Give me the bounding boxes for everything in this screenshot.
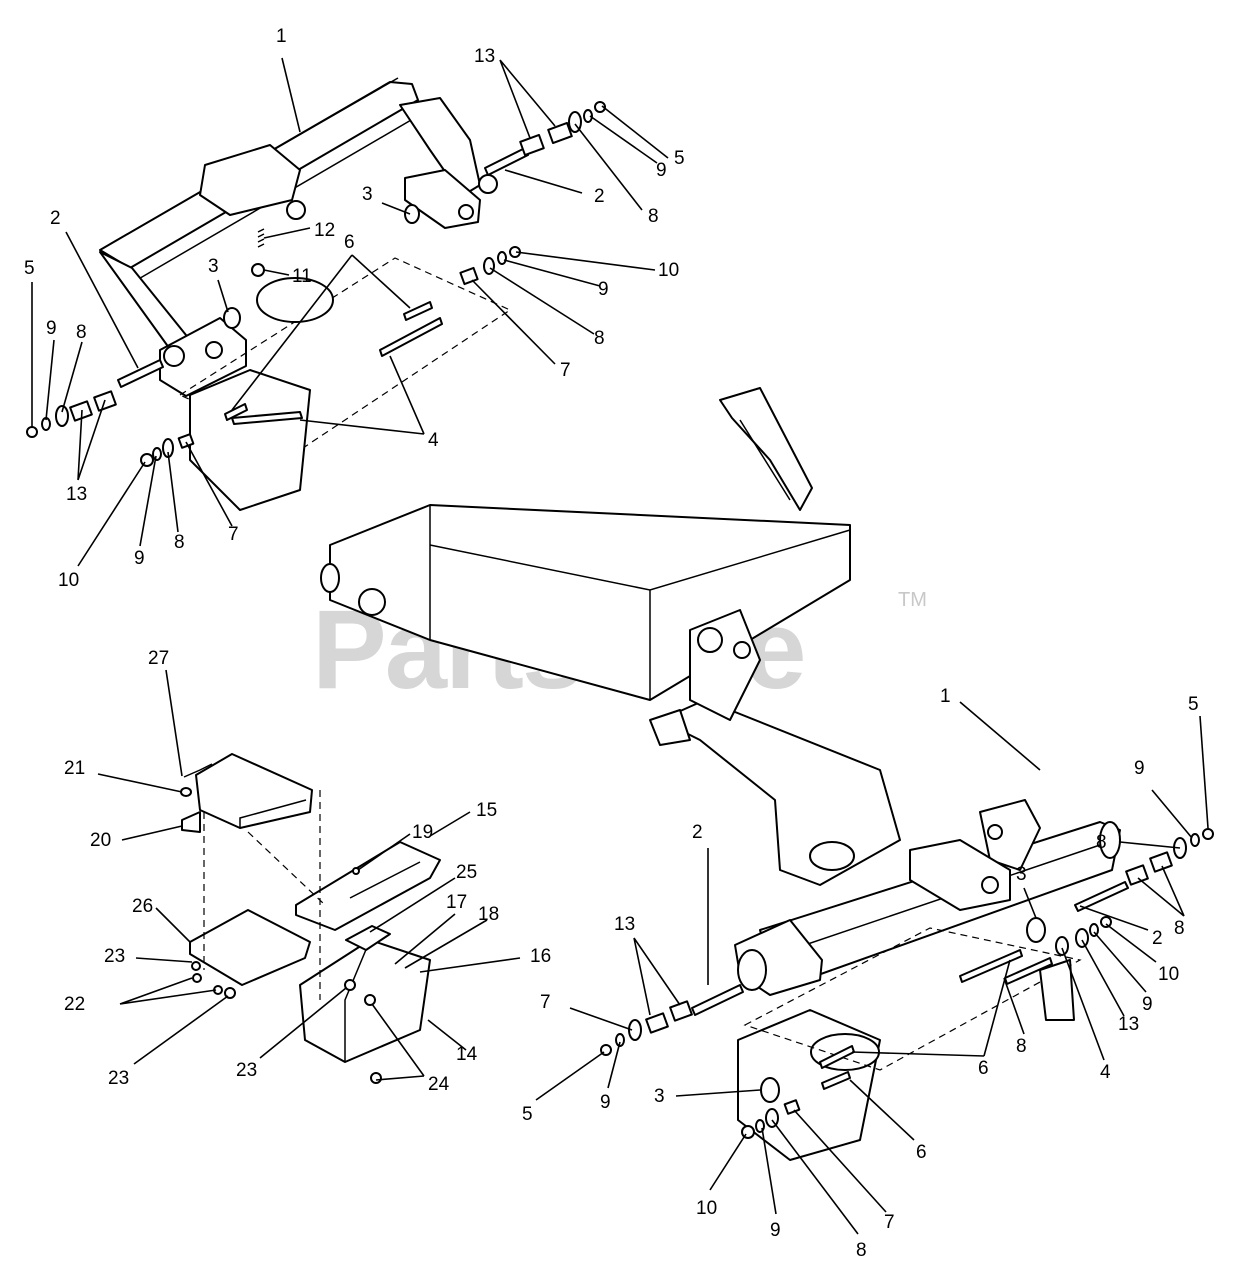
callout-label: 10: [58, 570, 79, 591]
callout-label: 9: [1134, 758, 1145, 779]
callout-label: 2: [594, 186, 605, 207]
center-frame: [320, 387, 901, 886]
bracket-20: [195, 753, 313, 829]
callout-label: 26: [132, 896, 153, 917]
callout-label: 7: [228, 524, 239, 545]
callout-label: 17: [446, 892, 467, 913]
upper-left-assembly: [26, 77, 606, 511]
callout-label: 11: [292, 266, 312, 287]
callout-label: 21: [64, 758, 85, 779]
callout-label: 8: [594, 328, 605, 349]
callout-label: 27: [148, 648, 169, 669]
callout-label: 13: [1118, 1014, 1139, 1035]
callout-label: 23: [108, 1068, 129, 1089]
callout-label: 8: [1016, 1036, 1027, 1057]
callout-label: 9: [598, 279, 609, 300]
callout-label: 6: [344, 232, 355, 253]
callout-label: 4: [1100, 1062, 1111, 1083]
callout-label: 18: [478, 904, 499, 925]
callout-label: 13: [474, 46, 495, 67]
callout-label: 15: [476, 800, 497, 821]
plate-26: [189, 909, 311, 986]
callout-label: 25: [456, 862, 477, 883]
callout-label: 24: [428, 1074, 450, 1095]
callout-label: 9: [600, 1092, 611, 1113]
callout-label: 9: [46, 318, 57, 339]
callout-label: 9: [134, 548, 145, 569]
callout-label: 5: [674, 148, 685, 169]
callout-label: 19: [412, 822, 433, 843]
callout-label: 5: [24, 258, 35, 279]
callout-label: 3: [208, 256, 219, 277]
callout-labels: 1 2 2 3 3 4 5 5 6 7 7 8 8 8 8 9 9 9 9 10…: [24, 26, 1199, 1261]
callout-label: 16: [530, 946, 551, 967]
callout-label: 9: [1142, 994, 1153, 1015]
callout-label: 2: [692, 822, 703, 843]
watermark-trademark: TM: [898, 589, 927, 611]
upper-pivot-box: [189, 369, 311, 511]
callout-label: 3: [362, 184, 373, 205]
callout-label: 8: [1174, 918, 1185, 939]
callout-label: 9: [770, 1220, 781, 1241]
callout-label: 10: [658, 260, 679, 281]
callout-label: 5: [522, 1104, 533, 1125]
callout-label: 4: [428, 430, 439, 451]
callout-label: 3: [1016, 864, 1027, 885]
callout-label: 2: [1152, 928, 1163, 949]
callout-label: 23: [236, 1060, 257, 1081]
callout-label: 5: [1188, 694, 1199, 715]
callout-label: 13: [66, 484, 87, 505]
callout-label: 8: [856, 1240, 867, 1261]
callout-label: 7: [560, 360, 571, 381]
left-lift-arm: [99, 251, 191, 353]
callout-label: 8: [648, 206, 659, 227]
callout-label: 6: [916, 1142, 927, 1163]
callout-label: 7: [540, 992, 551, 1013]
callout-label: 13: [614, 914, 635, 935]
lower-pivot-box: [737, 1009, 881, 1161]
pad-15: [295, 841, 441, 931]
callout-label: 8: [174, 532, 185, 553]
callout-label: 9: [656, 160, 667, 181]
callout-label: 12: [314, 220, 335, 241]
callout-label: 23: [104, 946, 125, 967]
callout-label: 20: [90, 830, 111, 851]
callout-label: 6: [978, 1058, 989, 1079]
callout-label: 3: [654, 1086, 665, 1107]
callout-label: 1: [276, 26, 287, 47]
lower-left-assembly: [180, 753, 441, 1084]
callout-label: 1: [940, 686, 951, 707]
leader-lines: [31, 57, 1209, 1235]
callout-label: 22: [64, 994, 85, 1015]
callout-label: 2: [50, 208, 61, 229]
callout-label: 7: [884, 1212, 895, 1233]
callout-label: 8: [76, 322, 87, 343]
callout-label: 10: [1158, 964, 1179, 985]
lower-right-assembly: [600, 799, 1214, 1161]
callout-label: 10: [696, 1198, 717, 1219]
callout-label: 14: [456, 1044, 478, 1065]
callout-label: 8: [1096, 832, 1107, 853]
